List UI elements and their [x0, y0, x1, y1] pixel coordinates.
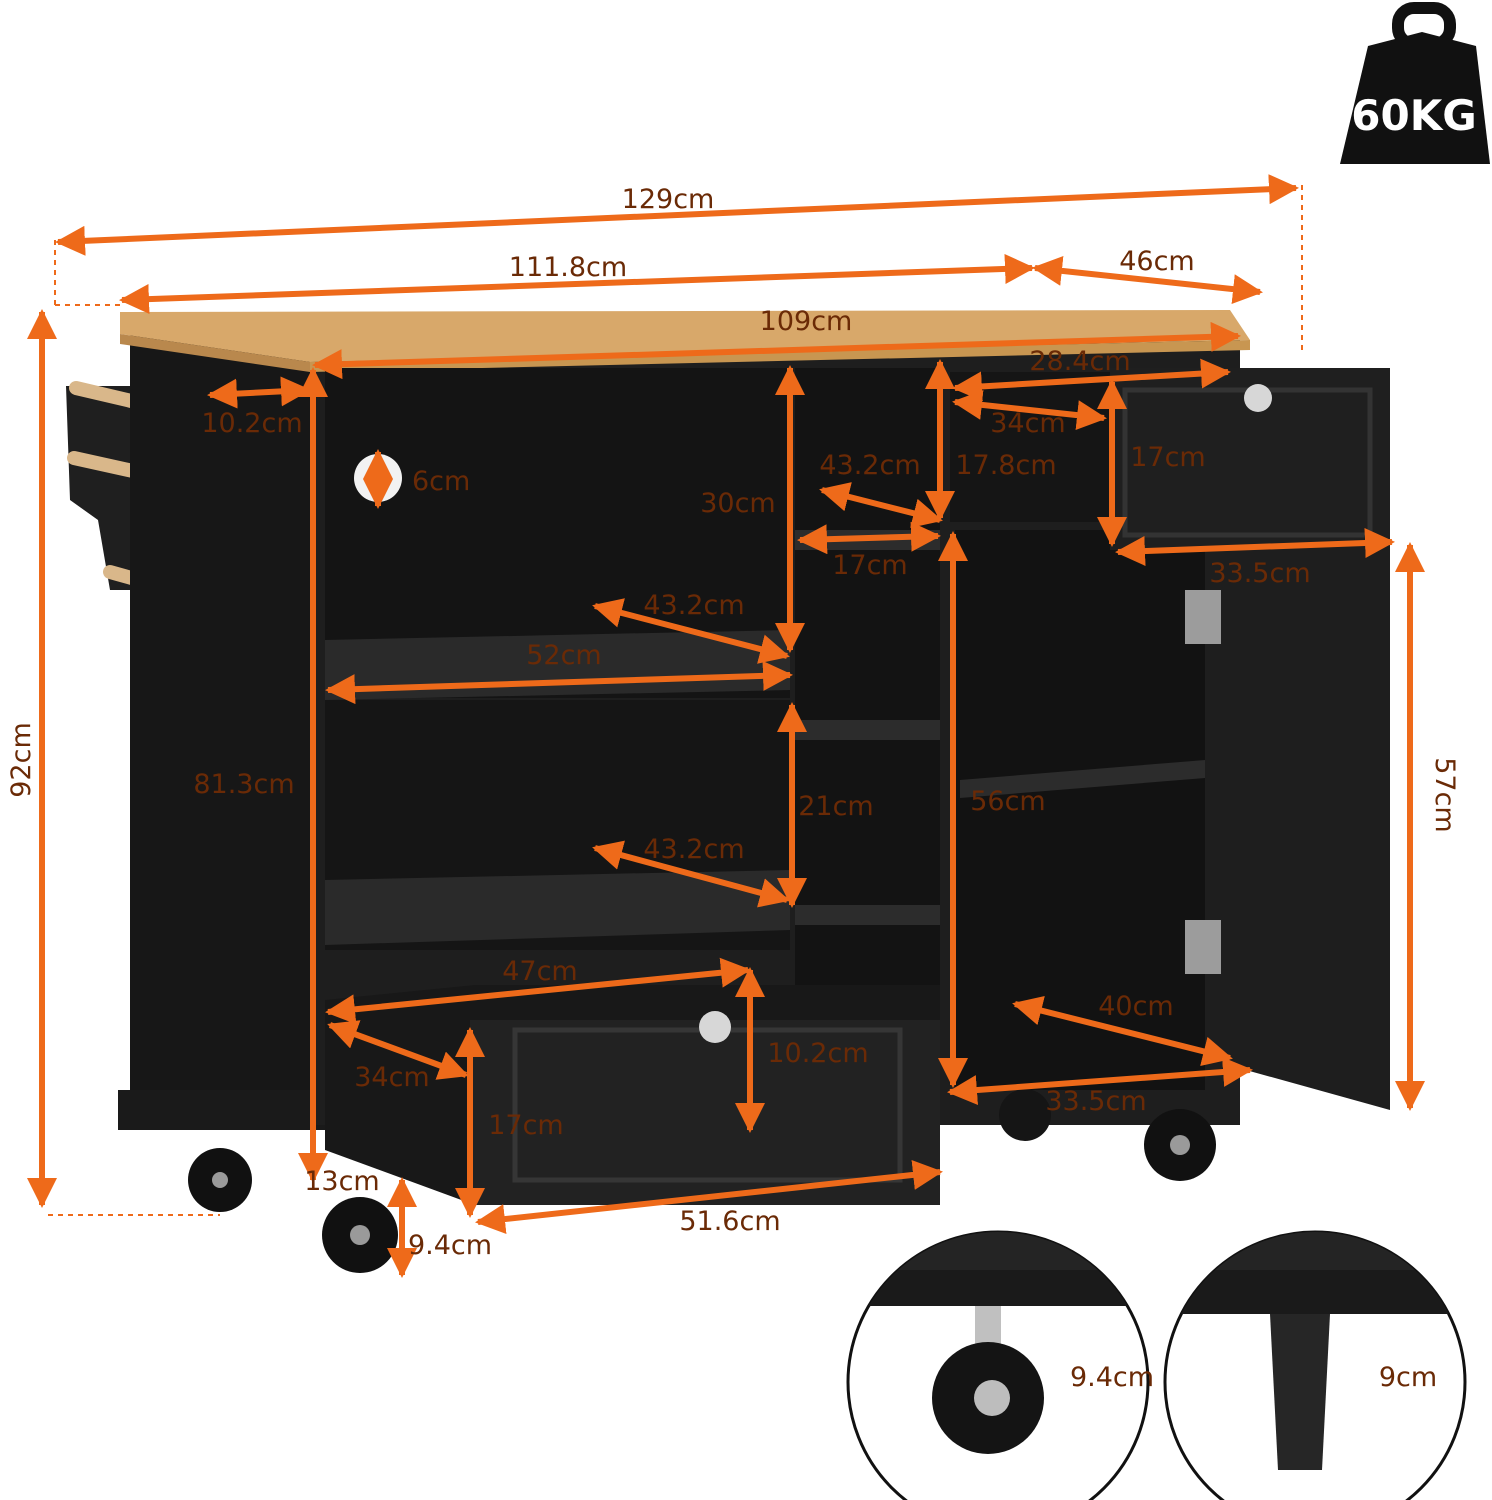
caster-wheel-inset — [846, 1230, 1150, 1500]
right-cabinet-depth-label: 40cm — [1098, 991, 1174, 1022]
mid-shelf-height-label: 21cm — [798, 791, 874, 822]
drawer-left-depth-label: 34cm — [354, 1062, 430, 1093]
drawer-right-depth-label: 34cm — [990, 408, 1066, 439]
drawer-knob — [1244, 384, 1272, 412]
drawer-right-height-label: 17cm — [1130, 442, 1206, 473]
right-cabinet-height-label: 56cm — [970, 786, 1046, 817]
inset-wheel-height-label: 9.4cm — [1070, 1362, 1154, 1393]
left-height-label: 81.3cm — [193, 769, 294, 800]
fixed-leg-inset — [1163, 1230, 1467, 1500]
top-width-label: 111.8cm — [509, 252, 627, 283]
cabinet-door — [1185, 538, 1390, 1110]
depth-label: 46cm — [1119, 246, 1195, 277]
top-shelf-depth-label: 43.2cm — [643, 590, 744, 621]
total-height-label: 92cm — [6, 722, 37, 798]
weight-capacity-label: 60KG — [1351, 91, 1476, 140]
lower-hinge — [1185, 920, 1221, 974]
drawer-left-front-label: 51.6cm — [679, 1206, 780, 1237]
right-door-height-label: 57cm — [1429, 757, 1460, 833]
inset-leg-height-label: 9cm — [1379, 1362, 1437, 1393]
inner-width-label: 109cm — [760, 306, 853, 337]
drawer-left-height-label: 17cm — [488, 1110, 564, 1141]
drawer-left-inner-height-label: 10.2cm — [767, 1038, 868, 1069]
narrow-depth-label: 43.2cm — [819, 450, 920, 481]
drawer-knob-bottom — [699, 1011, 731, 1043]
top-shelf-height-label: 30cm — [700, 488, 776, 519]
narrow-shelf-column — [795, 368, 940, 988]
bottom-drawer — [325, 985, 940, 1205]
dimension-arrows — [27, 174, 1425, 1481]
upper-hinge — [1185, 590, 1221, 644]
narrow-height-label: 17.8cm — [955, 450, 1056, 481]
right-cabinet-width-label: 33.5cm — [1045, 1086, 1146, 1117]
mid-shelf-depth-label: 43.2cm — [643, 834, 744, 865]
drawer-right-width-label: 28.4cm — [1029, 346, 1130, 377]
weight-badge: 60KG — [1340, 2, 1490, 164]
left-side-panel — [130, 334, 320, 1124]
narrow-width-label: 17cm — [832, 550, 908, 581]
hole-label: 6cm — [412, 466, 470, 497]
wheel-height-label: 9.4cm — [408, 1230, 492, 1261]
dimension-labels: 129cm 111.8cm 46cm 109cm 92cm 10.2cm 6cm… — [6, 184, 1460, 1393]
total-width-label: 129cm — [622, 184, 715, 215]
rack-depth-label: 10.2cm — [201, 408, 302, 439]
bottom-gap-label: 13cm — [304, 1166, 380, 1197]
drawer-left-width-label: 47cm — [502, 956, 578, 987]
top-shelf-width-label: 52cm — [526, 640, 602, 671]
weight-icon — [1340, 2, 1490, 164]
caster-wheels — [188, 1089, 1216, 1273]
drawer-right-front-label: 33.5cm — [1209, 558, 1310, 589]
reference-lines — [48, 185, 1303, 1216]
